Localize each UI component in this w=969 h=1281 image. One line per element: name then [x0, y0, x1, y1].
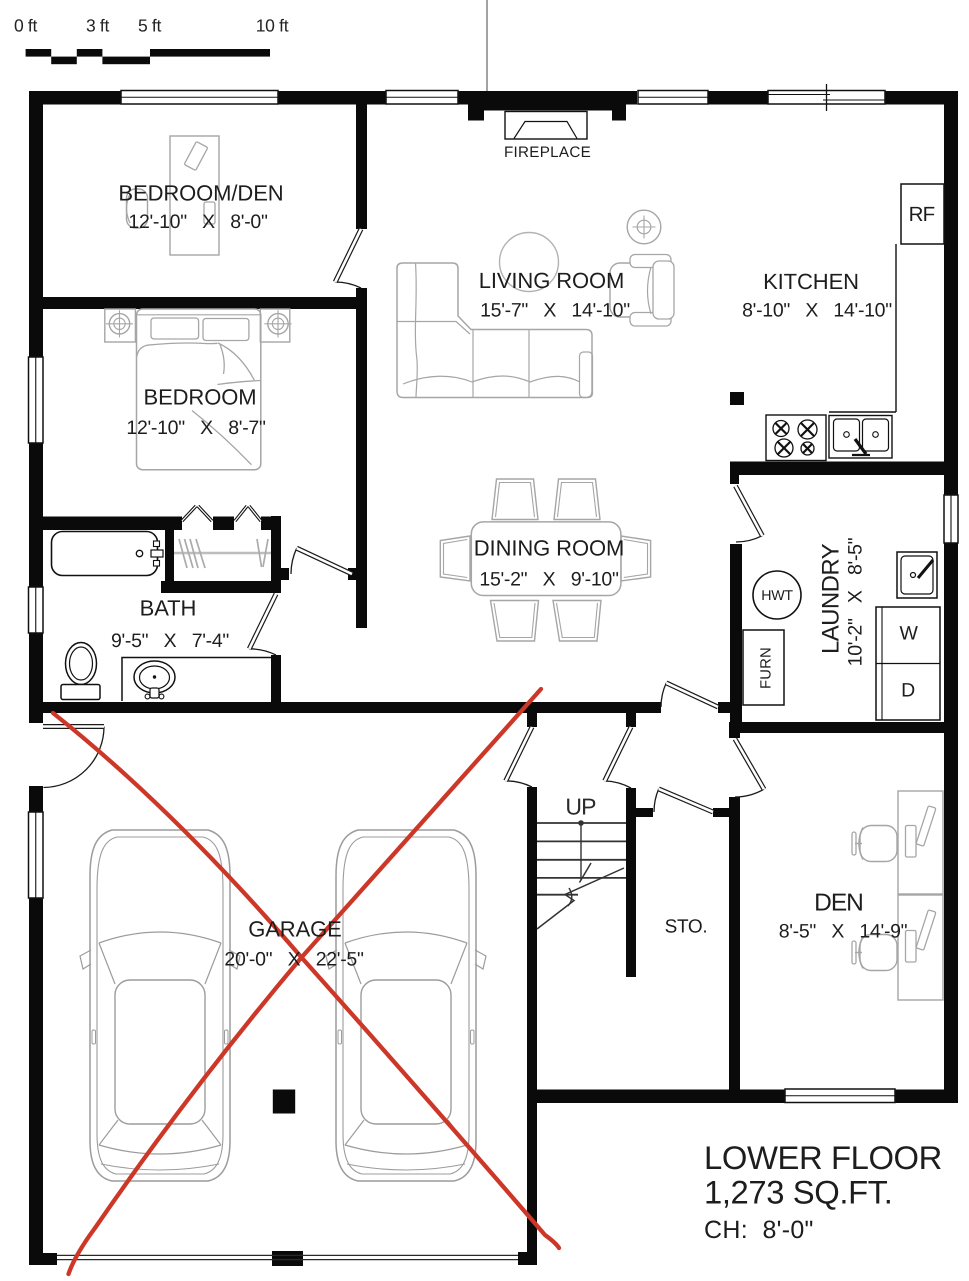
svg-text:8'-10" X 14'-10": 8'-10" X 14'-10" [742, 300, 892, 322]
svg-text:DINING ROOM: DINING ROOM [474, 536, 624, 561]
svg-text:CH: 8'-0": CH: 8'-0" [704, 1216, 814, 1244]
svg-text:GARAGE: GARAGE [248, 917, 342, 942]
svg-text:12'-10" X 8'-0": 12'-10" X 8'-0" [128, 211, 268, 233]
svg-text:15'-7" X 14'-10": 15'-7" X 14'-10" [480, 300, 630, 322]
svg-text:KITCHEN: KITCHEN [763, 269, 859, 294]
svg-text:9'-5" X 7'-4": 9'-5" X 7'-4" [111, 630, 229, 652]
svg-text:STO.: STO. [665, 917, 708, 938]
svg-text:5 ft: 5 ft [138, 16, 162, 36]
svg-text:DEN: DEN [814, 890, 863, 917]
svg-text:W: W [899, 623, 918, 645]
svg-text:FURN: FURN [759, 647, 775, 689]
svg-text:3 ft: 3 ft [86, 16, 110, 36]
svg-text:0 ft: 0 ft [14, 16, 38, 36]
svg-text:LAUNDRY: LAUNDRY [818, 543, 845, 654]
svg-text:D: D [901, 680, 915, 702]
svg-text:8'-5" X 14'-9": 8'-5" X 14'-9" [779, 921, 908, 943]
svg-text:10'-2" X 8'-5": 10'-2" X 8'-5" [845, 537, 867, 666]
svg-text:LOWER FLOOR: LOWER FLOOR [704, 1139, 942, 1176]
svg-text:UP: UP [565, 794, 596, 820]
svg-text:BEDROOM/DEN: BEDROOM/DEN [118, 181, 283, 206]
svg-text:15'-2" X 9'-10": 15'-2" X 9'-10" [479, 569, 619, 591]
svg-text:12'-10" X 8'-7": 12'-10" X 8'-7" [126, 417, 266, 439]
svg-text:RF: RF [909, 203, 935, 226]
svg-text:1,273 SQ.FT.: 1,273 SQ.FT. [704, 1174, 892, 1211]
svg-text:10 ft: 10 ft [256, 16, 289, 36]
svg-text:HWT: HWT [761, 588, 793, 604]
svg-text:BEDROOM: BEDROOM [144, 385, 257, 410]
svg-text:BATH: BATH [140, 596, 197, 621]
svg-text:FIREPLACE: FIREPLACE [504, 144, 591, 161]
svg-text:20'-0" X 22'-5": 20'-0" X 22'-5" [224, 949, 364, 971]
svg-text:LIVING ROOM: LIVING ROOM [479, 268, 625, 293]
